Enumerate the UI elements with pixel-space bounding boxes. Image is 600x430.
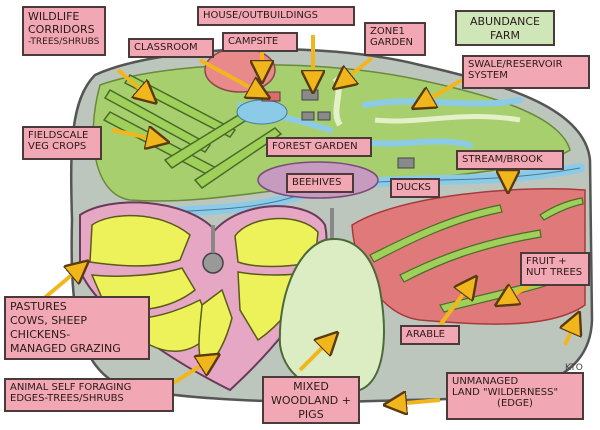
arrow-classroom [199,58,260,93]
arrow-animal [168,360,210,387]
title-line-1: ABUNDANCE [469,15,540,28]
arrow-fieldscale [111,130,158,140]
label-beehives: BEEHIVES [286,173,354,193]
label-animal-foraging: ANIMAL SELF FORAGING EDGES-TREES/SHRUBS [4,378,174,412]
arrow-swale [422,78,463,103]
pasture-hub [202,252,224,274]
arrow-mixed [298,340,330,372]
arrow-wildlife [116,68,148,96]
arrow-arable [438,285,470,327]
label-unmanaged-land: UNMANAGED LAND "WILDERNESS" (EDGE) [446,372,584,420]
label-campsite: CAMPSITE [222,32,298,52]
label-stream-brook: STREAM/BROOK [456,150,564,170]
title-line-2: FARM [490,29,520,42]
label-classroom: CLASSROOM [128,38,214,58]
arrow-unmanaged [395,400,441,404]
garden-paths [374,114,521,124]
label-wildlife-corridors: WILDLIFE CORRIDORS -TREES/SHRUBS [22,6,106,56]
label-arable: ARABLE [400,325,460,345]
arrow-fruit [505,283,532,300]
pond [236,99,288,125]
label-arrows [40,35,575,404]
label-fruit-nut-trees: FRUIT + NUT TREES [520,252,590,286]
label-swale-system: SWALE/RESERVOIR SYSTEM [462,55,590,89]
map-title: ABUNDANCE FARM [455,10,555,46]
label-fieldscale-veg: FIELDSCALE VEG CROPS [22,126,102,160]
label-forest-garden: FOREST GARDEN [266,137,372,157]
label-ducks: DUCKS [390,178,440,198]
label-house-outbuildings: HOUSE/OUTBUILDINGS [197,6,355,26]
artist-signature: KTO [565,363,583,373]
label-mixed-woodland: MIXED WOODLAND + PIGS [262,376,360,424]
label-zone1-garden: ZONE1 GARDEN [364,22,426,56]
arrow-zone1 [342,56,374,82]
zone1-beds [332,76,343,127]
label-pastures: PASTURES COWS, SHEEP CHICKENS- MANAGED G… [4,296,150,360]
arrow-wilderness-edge [565,322,575,346]
arrow-pastures [40,268,80,302]
